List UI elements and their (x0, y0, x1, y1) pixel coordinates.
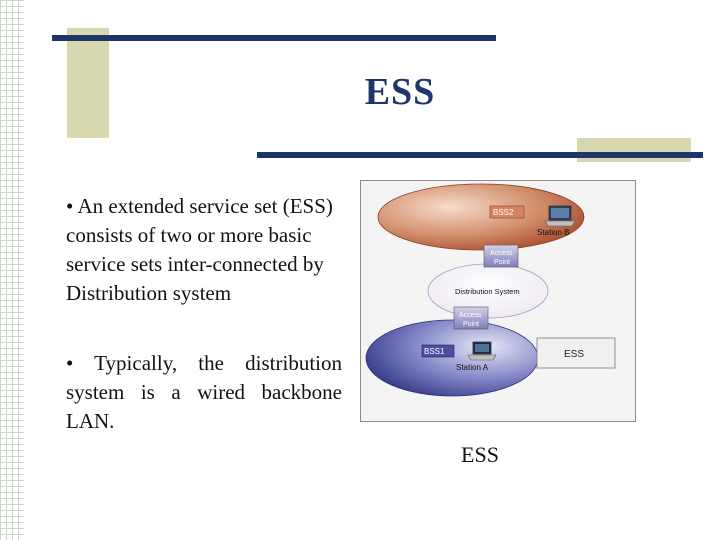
grid-pattern-strip (0, 0, 24, 540)
access-point-upper-box (483, 244, 519, 268)
ess-diagram: BSS2 Station B Distribution System Acces… (360, 180, 636, 422)
bullet-ess-definition: • An extended service set (ESS) consists… (66, 194, 333, 305)
access-point-upper-label-2: Point (494, 259, 510, 266)
distribution-system-label: Distribution System (455, 287, 520, 296)
ess-box-label: ESS (564, 349, 584, 360)
station-a-label: Station A (456, 363, 489, 372)
ess-box (536, 337, 616, 369)
title-bar-top (52, 35, 496, 41)
bss2-label: BSS2 (493, 208, 514, 217)
access-point-lower-box (453, 306, 489, 330)
bss2-ellipse (377, 183, 585, 251)
access-point-upper-label-1: Access (490, 250, 513, 257)
laptop-station-a-icon (467, 341, 497, 361)
bss1-label-box (421, 344, 455, 358)
access-point-lower-label-2: Point (463, 321, 479, 328)
station-b-label: Station B (537, 228, 569, 237)
figure-caption: ESS (461, 442, 499, 467)
laptop-station-b-icon (544, 205, 576, 227)
bss1-label: BSS1 (424, 347, 445, 356)
accent-block-bottom (577, 138, 691, 162)
bss2-label-box (489, 205, 525, 219)
bss1-ellipse (365, 319, 539, 397)
bullet-distribution-system: • Typically, the distribution system is … (66, 351, 342, 433)
access-point-lower-label-1: Access (459, 312, 482, 319)
page-title: ESS (364, 71, 436, 113)
title-bar-bottom (257, 152, 703, 158)
accent-block-top (67, 28, 109, 138)
